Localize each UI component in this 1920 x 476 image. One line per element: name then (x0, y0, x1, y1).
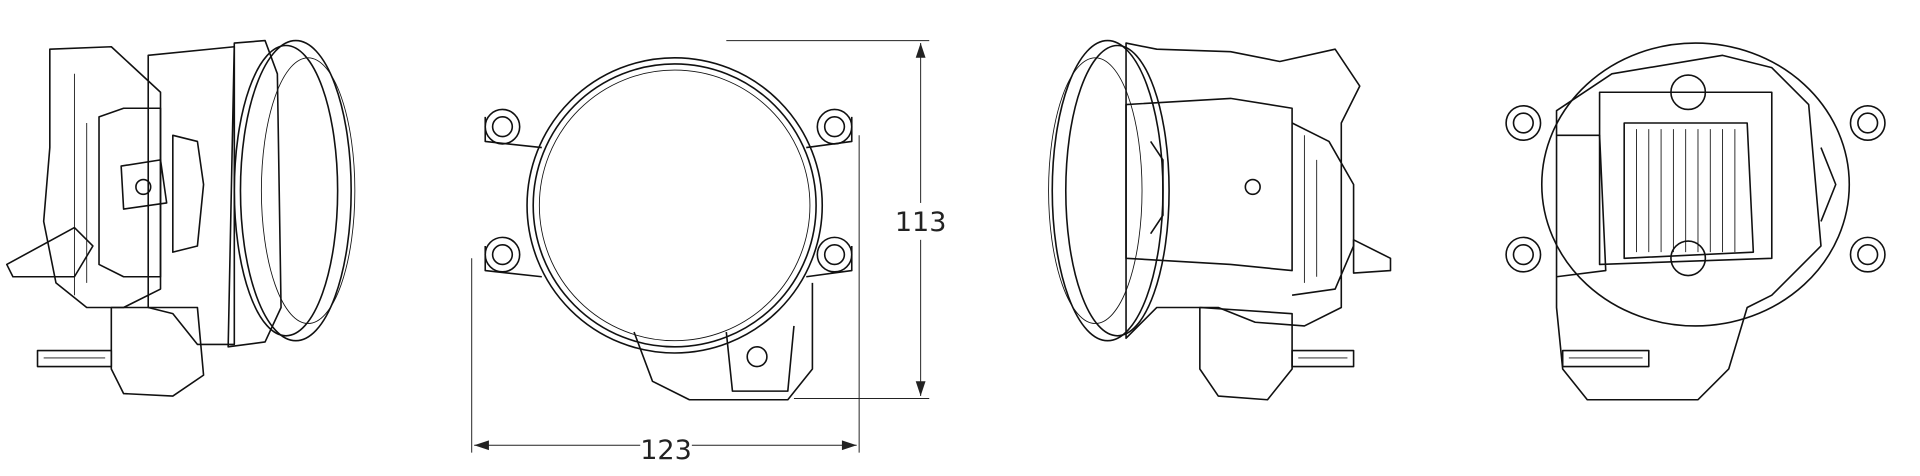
width-dimension-label: 123 (640, 435, 692, 466)
side-view-left (5, 39, 356, 397)
side-view-right (1048, 39, 1392, 401)
rear-view (1505, 42, 1886, 401)
height-dimension-label: 113 (895, 207, 947, 238)
dimension-height: 113 (726, 40, 947, 400)
dimension-width: 123 (471, 135, 860, 466)
front-view (484, 57, 853, 401)
